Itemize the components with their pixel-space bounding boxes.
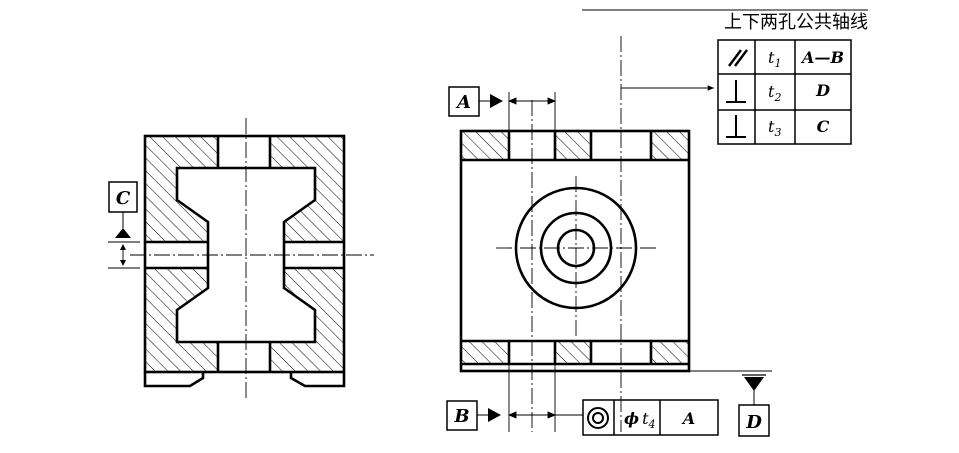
datum-c-feature: C <box>108 181 140 269</box>
datum-b-feature: B <box>446 400 501 431</box>
svg-text:ϕt4: ϕt4 <box>624 409 656 431</box>
tolerance-value-1: t <box>768 48 775 67</box>
datum-a-label: A <box>455 92 471 113</box>
concentricity-prefix: ϕ <box>624 409 639 428</box>
datum-b-triangle <box>488 408 501 422</box>
svg-text:t2: t2 <box>768 82 781 104</box>
svg-text:t3: t3 <box>768 117 781 139</box>
perpendicularity-icon <box>726 80 746 103</box>
tolerance-datum-1: A—B <box>800 48 844 67</box>
tolerance-sub-1: 1 <box>774 57 781 70</box>
svg-text:t1: t1 <box>768 48 781 70</box>
tolerance-value-3: t <box>768 117 775 136</box>
tolerance-sub-3: 3 <box>774 126 781 139</box>
tolerance-datum-2: D <box>815 81 830 100</box>
datum-d-box <box>738 404 770 437</box>
datum-c-box <box>108 181 138 213</box>
datum-a-triangle <box>490 94 503 108</box>
datum-c-label: C <box>116 188 131 209</box>
datum-d-label: D <box>745 412 762 433</box>
left-section-hatch <box>145 136 344 372</box>
perpendicularity-icon <box>726 115 746 138</box>
tolerance-datum-3: C <box>817 117 830 136</box>
tolerance-value-2: t <box>768 82 775 101</box>
top-hatched-band <box>461 131 689 160</box>
tolerance-row-2: t2 D <box>726 80 830 104</box>
annotation-text: 上下两孔公共轴线 <box>724 12 868 33</box>
tolerance-row-1: t1 A—B <box>728 48 844 70</box>
tolerance-frame: t1 A—B t2 D t3 C <box>621 39 852 145</box>
concentricity-value: t <box>642 409 649 428</box>
parallelism-icon <box>728 49 748 67</box>
datum-c-triangle <box>115 228 131 238</box>
datum-d-triangle <box>744 377 764 391</box>
datum-a-feature: A <box>448 86 503 117</box>
tolerance-row-3: t3 C <box>726 115 830 139</box>
right-view: A B D <box>446 36 772 437</box>
datum-d-feature: D <box>689 370 772 437</box>
datum-b-label: B <box>453 406 469 427</box>
concentricity-datum: A <box>681 409 695 428</box>
axis-annotation: 上下两孔公共轴线 <box>582 9 868 33</box>
concentricity-icon <box>587 407 609 429</box>
bottom-hatched-band <box>461 341 689 364</box>
tolerance-sub-2: 2 <box>773 91 781 104</box>
concentricity-sub: 4 <box>648 418 656 431</box>
left-section-view: C <box>108 118 374 398</box>
